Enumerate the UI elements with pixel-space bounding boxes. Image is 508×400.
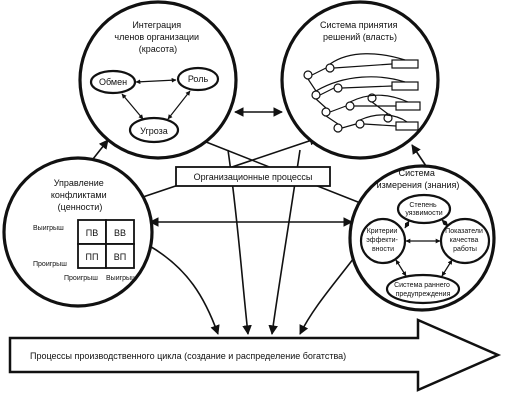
threat-node [128, 116, 180, 144]
indicators-label: Показатели качества работы [445, 228, 485, 253]
exchange-label: Обмен [99, 77, 127, 87]
early-warning-node [385, 273, 461, 305]
measurement-circle: Система измерения (знания) Степень уязви… [348, 164, 496, 312]
role-label: Роль [188, 74, 209, 84]
vulnerability-node [396, 193, 452, 225]
cell-vv-label: ВВ [114, 228, 126, 238]
organizational-processes-label: Организационные процессы [194, 172, 313, 182]
measurement-title: Система измерения (знания) [377, 168, 460, 190]
exchange-node [89, 69, 137, 95]
cell-vp [105, 243, 135, 269]
organizational-processes-box: Организационные процессы [175, 166, 331, 187]
threat-label: Угроза [140, 126, 168, 136]
role-node [176, 66, 220, 92]
lose-bottom-label: Проигрыш [64, 275, 98, 282]
production-cycle-arrow: Процессы производственного цикла (создан… [8, 318, 502, 392]
criteria-label: Критерии эффекти- вности [366, 228, 400, 253]
criteria-node [359, 217, 407, 265]
cell-pp-label: ПП [86, 252, 99, 262]
lose-left-label: Проигрыш [33, 261, 67, 268]
win-bottom-label: Выигрыш [106, 275, 137, 282]
integration-title: Интеграция членов организации (красота) [114, 20, 201, 54]
conflict-circle: Управление конфликтами (ценности) ПВ ВВ … [2, 156, 154, 308]
conflict-title: Управление конфликтами (ценности) [51, 178, 109, 212]
early-warning-label: Система раннего предупреждения [394, 282, 452, 298]
decision-title: Система принятия решений (власть) [320, 20, 400, 42]
production-cycle-label: Процессы производственного цикла (создан… [30, 351, 346, 361]
integration-circle: Интеграция членов организации (красота) … [78, 0, 238, 160]
vulnerability-label: Степень уязвимости [405, 202, 442, 217]
cell-pv-label: ПВ [86, 228, 98, 238]
cell-pp [77, 243, 107, 269]
indicators-node [439, 217, 491, 265]
decision-circle: Система принятия решений (власть) [280, 0, 440, 160]
decision-network-graphic [303, 53, 421, 133]
win-left-label: Выигрыш [33, 225, 64, 232]
cell-vp-label: ВП [114, 252, 126, 262]
